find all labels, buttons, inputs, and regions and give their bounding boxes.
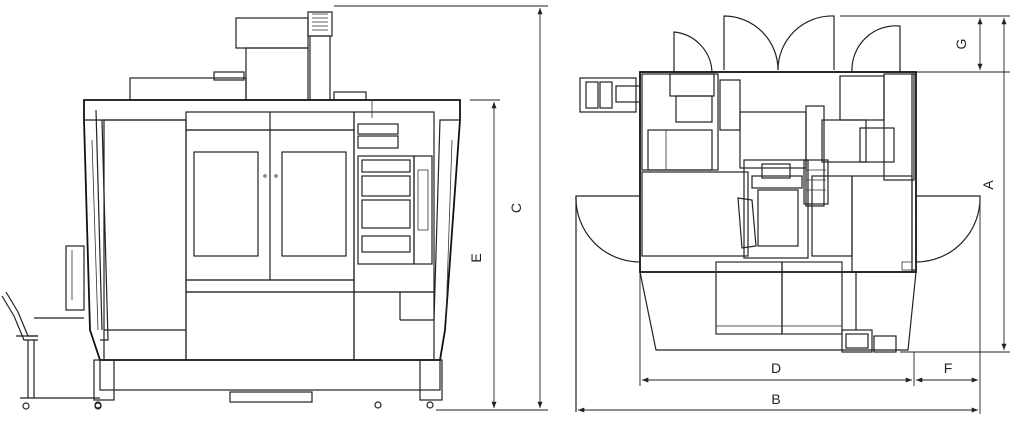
- label-a: A: [980, 180, 996, 190]
- label-d: D: [771, 360, 781, 376]
- top-view: [575, 15, 981, 412]
- label-g: G: [953, 39, 969, 50]
- front-dimensions: [334, 5, 548, 411]
- top-dimensions: [578, 15, 1010, 414]
- label-e: E: [468, 253, 484, 262]
- label-f: F: [944, 360, 953, 376]
- label-c: C: [508, 203, 524, 213]
- label-b: B: [771, 391, 780, 407]
- front-view: [1, 11, 461, 410]
